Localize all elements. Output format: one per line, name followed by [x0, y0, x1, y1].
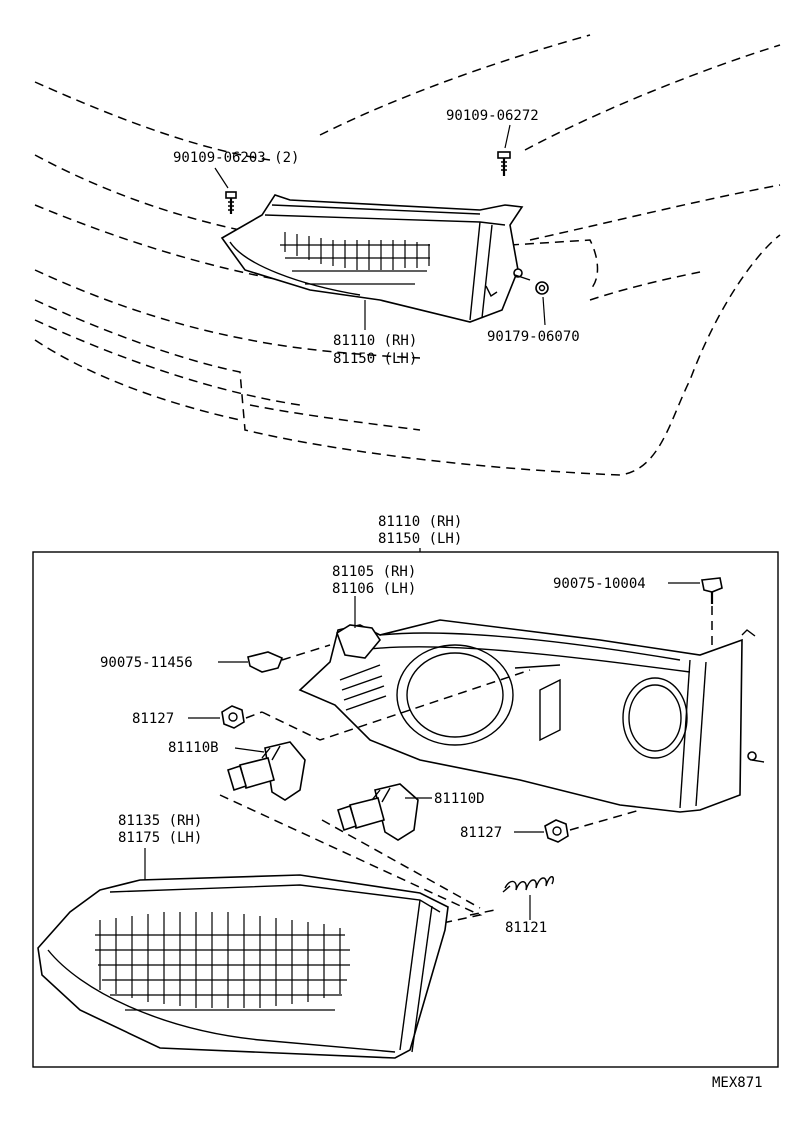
bolt-icon-90109-06203: [225, 191, 237, 214]
socket-icon-81127-a: [221, 705, 245, 729]
label-81121: 81121: [505, 920, 547, 936]
label-81127-a: 81127: [132, 711, 174, 727]
label-81150-lh-top: 81150 (LH): [333, 351, 417, 367]
lens-pattern-top: [280, 232, 430, 285]
label-90075-11456: 90075-11456: [100, 655, 193, 671]
bracket-81105: [336, 624, 381, 659]
label-81110d: 81110D: [434, 791, 485, 807]
socket-icon-81127-b: [544, 819, 569, 843]
label-81110-rh-box: 81110 (RH): [378, 514, 462, 530]
label-90179-06070: 90179-06070: [487, 329, 580, 345]
clip-icon-90075-11456: [247, 651, 284, 673]
label-81110b: 81110B: [168, 740, 219, 756]
label-81105-rh: 81105 (RH): [332, 564, 416, 580]
spring-icon-81121: [502, 876, 555, 893]
nut-icon-90179-06070: [535, 281, 549, 295]
label-81175-lh: 81175 (LH): [118, 830, 202, 846]
clip-icon-90075-10004: [701, 577, 723, 604]
bolt-icon-90109-06272: [497, 151, 511, 176]
label-81150-lh-box: 81150 (LH): [378, 531, 462, 547]
headlamp-assembly-installed: [220, 194, 531, 323]
label-90075-10004: 90075-10004: [553, 576, 646, 592]
bulb-icon-81110b: [227, 741, 306, 801]
vehicle-body-outline: [34, 34, 781, 476]
label-81110-rh-top: 81110 (RH): [333, 333, 417, 349]
bulb-icon-81110d: [337, 783, 419, 841]
lens-pattern-bottom: [95, 912, 350, 1011]
label-81127-b: 81127: [460, 825, 502, 841]
diagram-code: MEX871: [712, 1075, 763, 1091]
label-81106-lh: 81106 (LH): [332, 581, 416, 597]
exploded-view-frame: [32, 551, 779, 1068]
headlamp-lens: [37, 874, 449, 1059]
label-90109-06203: 90109-06203 (2): [173, 150, 299, 166]
label-81135-rh: 81135 (RH): [118, 813, 202, 829]
label-90109-06272: 90109-06272: [446, 108, 539, 124]
headlamp-housing: [298, 619, 765, 813]
